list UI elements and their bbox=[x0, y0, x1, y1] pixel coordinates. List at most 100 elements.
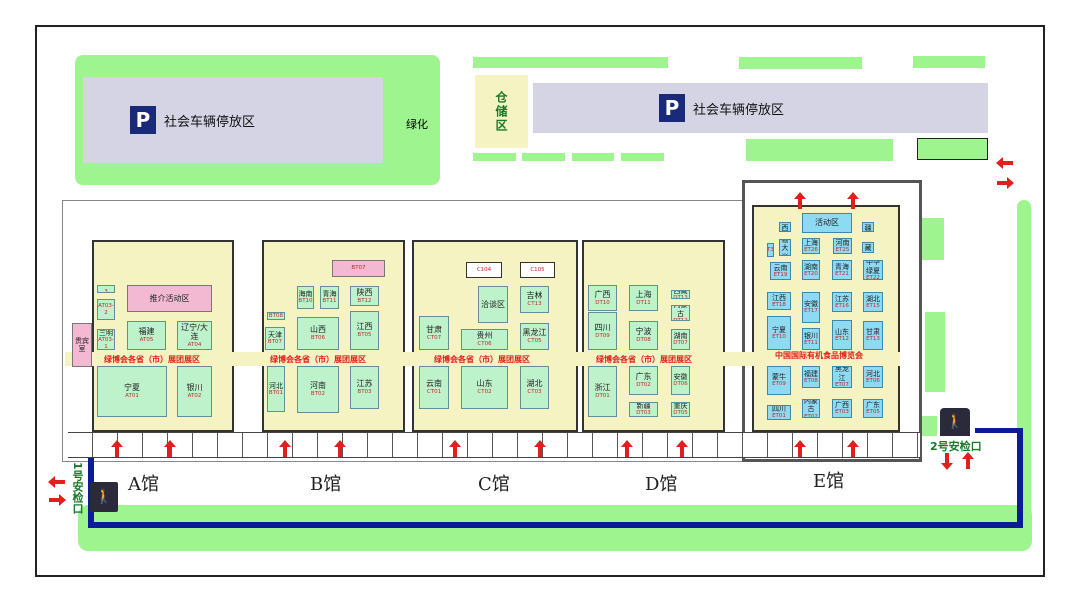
route-line bbox=[1017, 428, 1023, 528]
booth[interactable]: 西藏ET24 bbox=[862, 242, 874, 253]
booth[interactable]: 山西ET28 bbox=[779, 222, 791, 232]
booth[interactable]: BT08 bbox=[267, 312, 285, 320]
booth-name: 银川 bbox=[804, 331, 818, 340]
booth[interactable]: 推介活动区 bbox=[127, 285, 212, 312]
arrow-right-icon bbox=[49, 494, 66, 506]
booth-code: ET08 bbox=[804, 377, 818, 384]
booth-name: 西藏 bbox=[673, 290, 688, 296]
greenery-label: 绿化 bbox=[406, 118, 428, 131]
booth[interactable]: ET30 bbox=[767, 243, 774, 257]
booth-code: DT11 bbox=[636, 299, 651, 306]
booth[interactable]: BT07 bbox=[332, 260, 385, 277]
booth[interactable]: 活动区 bbox=[802, 213, 852, 233]
booth-name: 四川 bbox=[772, 405, 786, 414]
booth[interactable]: 洽谈区 bbox=[478, 286, 508, 323]
booth-name: 河南 bbox=[835, 238, 850, 247]
booth[interactable]: 内蒙古DT12 bbox=[671, 305, 690, 321]
arrow-right-icon bbox=[997, 177, 1014, 189]
green-strip bbox=[913, 56, 985, 68]
booth-name: 河北 bbox=[866, 369, 880, 378]
booth-name: 重庆 bbox=[673, 402, 688, 411]
booth-name: 福建 bbox=[804, 369, 818, 378]
booth-name: 广西 bbox=[835, 401, 849, 409]
booth[interactable]: C104 bbox=[466, 262, 502, 278]
storage-area: 仓储区 bbox=[475, 75, 528, 148]
booth-name: 江苏 bbox=[835, 294, 849, 303]
booth-code: ET21 bbox=[835, 270, 849, 277]
booth-code: ET01 bbox=[772, 413, 786, 420]
booth-code: BT06 bbox=[310, 335, 326, 341]
booth[interactable]: C105 bbox=[520, 262, 555, 278]
booth[interactable]: 中粮大米ET27 bbox=[779, 239, 791, 256]
arrow-up-icon bbox=[676, 440, 688, 457]
booth-name: 洽谈区 bbox=[481, 299, 505, 309]
booth-code: DT01 bbox=[595, 393, 610, 399]
booth-name: 湖北 bbox=[526, 379, 543, 389]
booth-code: DT02 bbox=[636, 382, 651, 388]
booth[interactable]: 贵宾室 bbox=[72, 323, 92, 367]
booth[interactable]: AT03-3 bbox=[97, 285, 115, 293]
booth-name: 黑龙江 bbox=[522, 328, 547, 338]
booth-code: ET22 bbox=[866, 275, 880, 280]
arrow-up-icon bbox=[334, 440, 346, 457]
green-strip bbox=[572, 153, 614, 161]
booth-code: DT08 bbox=[636, 337, 651, 343]
booth[interactable]: 新疆ET31 bbox=[862, 222, 874, 232]
booth[interactable]: AT03-2 bbox=[97, 299, 115, 320]
